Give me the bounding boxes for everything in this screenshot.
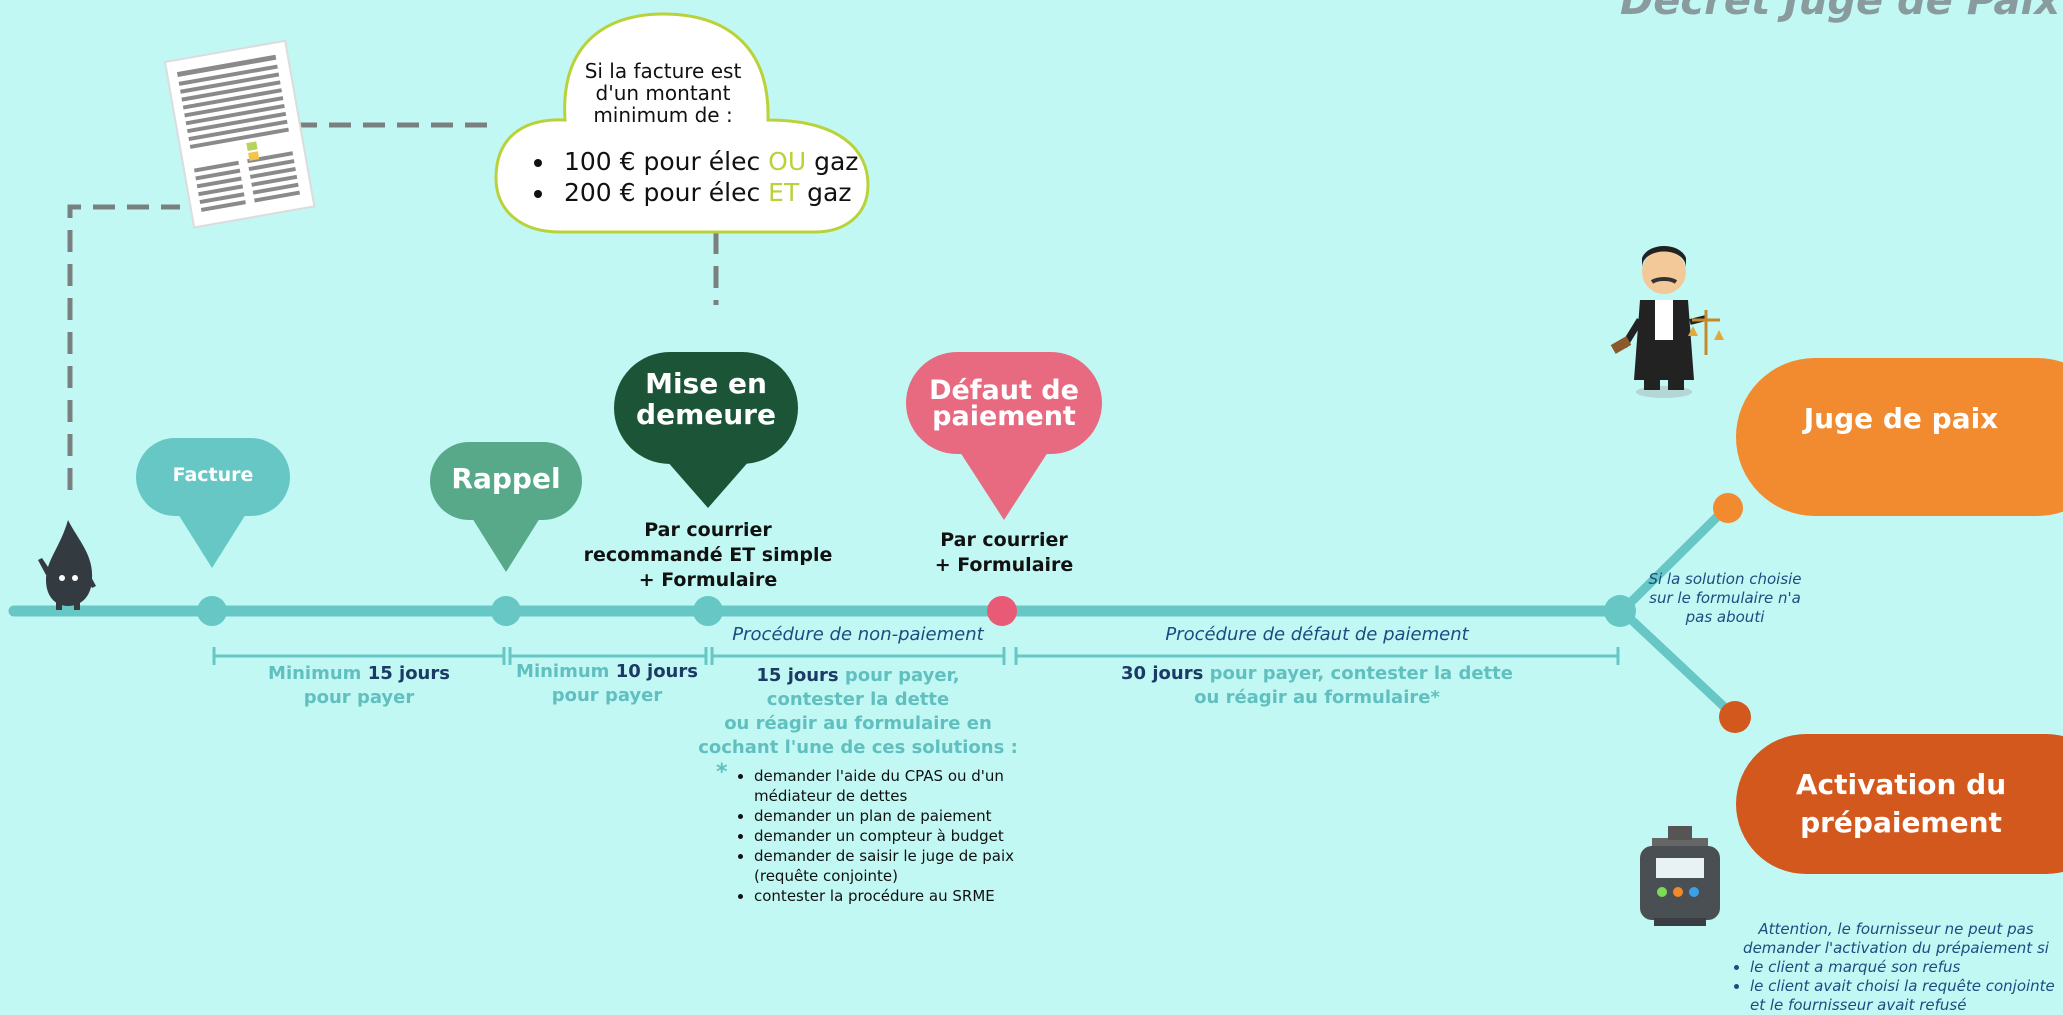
node-defaut	[987, 596, 1017, 626]
cloud-condition-item: 100 € pour élec OU gaz	[556, 146, 876, 177]
bubble-mise-en-demeure	[614, 352, 798, 508]
prepaiement-warning: Attention, le fournisseur ne peut pas de…	[1732, 920, 2060, 1015]
page-title: Décret Juge de Paix	[1620, 0, 2060, 24]
timeline-branch-down	[1617, 606, 1739, 721]
duration-brackets	[212, 647, 1620, 665]
warning-intro: Attention, le fournisseur ne peut pas de…	[1743, 920, 2049, 957]
step-defaut-label: Défaut de paiement	[929, 375, 1079, 432]
outcome-juge-shape	[1736, 358, 2063, 516]
prepayment-meter-icon	[1640, 826, 1720, 926]
period-4: 30 jours pour payer, contester la dette …	[1121, 663, 1513, 708]
solution-item: demander un plan de paiement	[754, 806, 1014, 826]
invoice-document-icon	[163, 39, 316, 229]
method-mise-en-demeure: Par courrier recommandé ET simple + Form…	[583, 519, 833, 591]
period-1: Minimum 15 jours pour payer	[268, 663, 450, 708]
warning-item: le client a marqué son refus	[1750, 958, 2060, 977]
procedure-non-paiement: Procédure de non-paiement	[732, 624, 984, 645]
dashed-connectors	[67, 122, 719, 490]
solution-item: demander de saisir le juge de paix (requ…	[754, 846, 1014, 886]
period-2: Minimum 10 jours pour payer	[516, 661, 698, 706]
branch-note: Si la solution choisie sur le formulaire…	[1648, 570, 1802, 626]
outcome-prepaiement-shape	[1736, 734, 2063, 874]
node-branch	[1604, 595, 1636, 627]
procedure-defaut-paiement: Procédure de défaut de paiement	[1165, 624, 1469, 645]
period-3: 15 jours pour payer, contester la dette …	[698, 665, 1018, 758]
bubble-rappel	[430, 442, 582, 572]
warning-item: le client avait choisi la requête conjoi…	[1750, 977, 2060, 1015]
bubble-facture	[136, 438, 290, 568]
solution-item: demander un compteur à budget	[754, 826, 1014, 846]
timeline-branch-up	[1617, 503, 1731, 616]
cloud-intro: Si la facture est d'un montant minimum d…	[584, 59, 742, 127]
judge-icon	[1610, 246, 1724, 398]
solutions-list: demander l'aide du CPAS ou d'un médiateu…	[734, 766, 1014, 906]
solution-item: contester la procédure au SRME	[754, 886, 1014, 906]
step-facture-label: Facture	[172, 464, 254, 486]
node-rappel	[491, 596, 521, 626]
solution-item: demander l'aide du CPAS ou d'un médiateu…	[754, 766, 1014, 806]
step-rappel-label: Rappel	[451, 462, 561, 495]
dashed-connector-left	[67, 204, 180, 490]
method-defaut: Par courrier + Formulaire	[934, 529, 1074, 576]
node-facture	[197, 596, 227, 626]
solutions-star: *	[716, 760, 728, 785]
cloud-condition-item: 200 € pour élec ET gaz	[556, 177, 876, 208]
condition-cloud	[494, 12, 870, 234]
bubble-defaut	[906, 352, 1102, 520]
node-mise-en-demeure	[693, 596, 723, 626]
branch-dot-prepaiement	[1719, 701, 1751, 733]
step-mise-en-demeure-label: Mise en demeure	[636, 367, 776, 431]
cloud-conditions: 100 € pour élec OU gaz 200 € pour élec E…	[528, 146, 876, 208]
branch-dot-juge	[1713, 493, 1743, 523]
outcome-prepaiement-label: Activation du prépaiement	[1795, 768, 2007, 839]
outcome-juge-label: Juge de paix	[1803, 402, 1999, 435]
flame-mascot-icon	[38, 520, 96, 610]
